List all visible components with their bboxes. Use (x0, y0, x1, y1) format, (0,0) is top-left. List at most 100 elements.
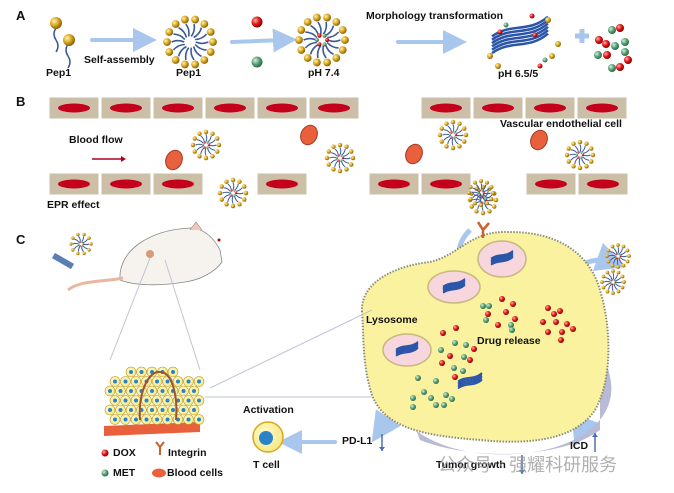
dox-molecule (545, 305, 551, 311)
peptide-head (331, 167, 336, 172)
peptide-chain (614, 283, 621, 287)
dox-molecule (478, 189, 481, 192)
tumor-cell-nucleus (113, 417, 117, 422)
dox-molecule (503, 309, 509, 315)
peptide-head (611, 269, 615, 273)
peptide-head (606, 259, 611, 264)
peptide-head (87, 248, 91, 252)
tumor-cell-nucleus (186, 417, 191, 422)
dox-molecule (558, 337, 564, 343)
peptide-head (566, 146, 571, 151)
peptide-head (468, 196, 473, 202)
met-molecule (233, 194, 236, 197)
dox-molecule (619, 255, 622, 257)
peptide-head (295, 36, 303, 44)
tumor-cell-nucleus (134, 398, 138, 403)
peptide-chain (481, 203, 484, 211)
peptide-head (462, 126, 467, 131)
peptide-head (616, 289, 621, 294)
dox-molecule (101, 449, 109, 457)
peptide-chain (178, 26, 188, 38)
peptide-head (625, 259, 630, 264)
dox-molecule (317, 33, 322, 38)
peptide-chain (223, 187, 231, 192)
peptide-head (577, 165, 583, 171)
peptide-chain (471, 191, 479, 194)
tumor-cell-nucleus (155, 379, 159, 384)
panel-c-letter: C (16, 232, 26, 247)
peptide-head (337, 168, 343, 174)
peptide-chain (485, 194, 493, 199)
peptide-head (457, 121, 462, 126)
endothelial-nucleus (266, 179, 298, 189)
dox-molecule (497, 29, 503, 35)
peptide-head (210, 154, 215, 159)
blood-cell-legend-icon (152, 468, 166, 478)
tumor-cell-nucleus (186, 379, 191, 384)
peptide-fiber (457, 375, 483, 385)
targeting-micelle (466, 178, 496, 208)
peptide-chain (207, 135, 212, 143)
peptide-chain (222, 191, 230, 194)
peptide-head (444, 144, 449, 149)
peptide-head (242, 197, 247, 202)
endothelial-cell (48, 96, 100, 120)
dox-molecule (577, 156, 580, 159)
met-molecule (613, 278, 616, 281)
endothelial-cell (256, 172, 308, 196)
peptide-head (63, 34, 75, 46)
dox-molecule (495, 322, 501, 328)
tumor-cell-nucleus (108, 408, 112, 412)
peptide-head (590, 152, 596, 158)
peptide-head (627, 254, 631, 258)
dox-molecule (610, 283, 613, 286)
peptide-chain (447, 137, 452, 145)
met-molecule (483, 196, 486, 199)
peptide-head (190, 142, 196, 148)
peptide-head (206, 48, 215, 56)
fiber-bundle (395, 341, 419, 357)
met-molecule (477, 191, 480, 195)
peptide-chain (611, 284, 614, 291)
tumor-cell-layer (360, 230, 612, 455)
met-molecule (335, 156, 339, 160)
peptide-head (487, 209, 492, 214)
tumor-cell-nucleus (150, 408, 154, 412)
fiber-bundle (490, 250, 514, 266)
peptide-head (331, 144, 336, 149)
peptide-fiber (490, 250, 514, 259)
circulating-micelle (217, 177, 249, 209)
peptide-chain (195, 33, 208, 41)
met-molecule (594, 51, 602, 59)
dox-molecule (439, 360, 445, 366)
dox-molecule (450, 136, 453, 139)
peptide-head (437, 132, 443, 138)
peptide-head (217, 190, 223, 196)
peptide-chain (613, 257, 617, 264)
met-molecule (609, 281, 612, 283)
peptide-chain (452, 124, 455, 132)
peptide-head (206, 28, 215, 36)
tumor-cell-nucleus (165, 398, 170, 403)
peptide-head (605, 254, 609, 258)
dox-molecule (485, 311, 491, 317)
endothelial-nucleus (110, 103, 142, 113)
peptide-chain (227, 195, 232, 203)
peptide-head (584, 164, 589, 169)
peptide-head (171, 20, 180, 28)
peptide-chain (83, 243, 90, 246)
peptide-fiber (457, 372, 483, 382)
peptide-chain (483, 194, 490, 199)
met-molecule (481, 189, 484, 192)
met-molecule (206, 146, 209, 149)
peptide-head (200, 20, 209, 28)
peptide-head (600, 280, 604, 284)
endothelial-nucleus (482, 103, 514, 113)
peptide-chain (473, 194, 481, 199)
dox-molecule (557, 308, 563, 314)
tumor-cell-nucleus (118, 408, 123, 412)
zoom-line (109, 257, 151, 361)
peptide-chain (620, 251, 627, 256)
dox-molecule (537, 63, 543, 69)
loaded-micelle (295, 13, 349, 67)
